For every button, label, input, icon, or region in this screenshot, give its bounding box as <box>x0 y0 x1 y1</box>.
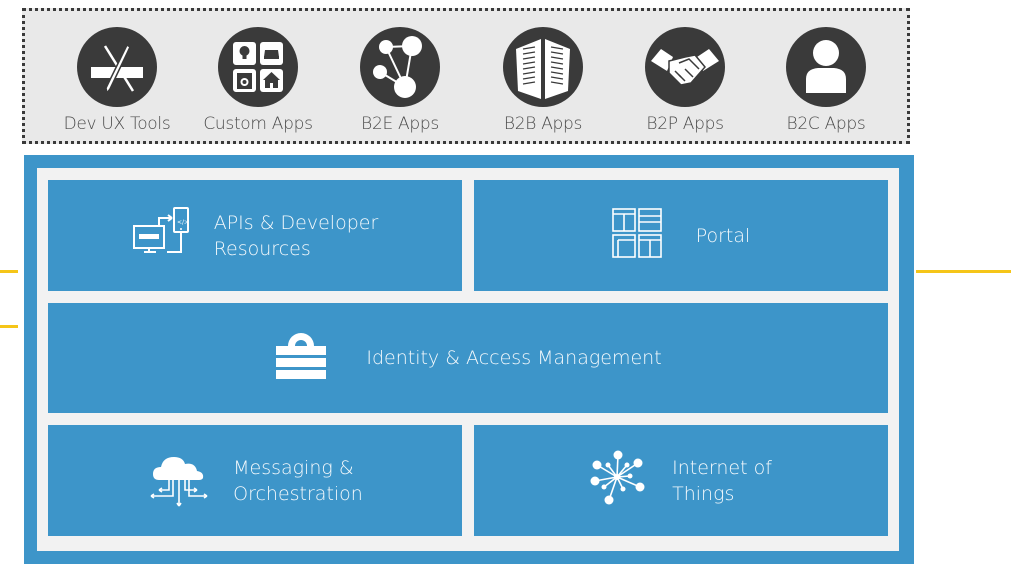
app-b2p[interactable]: B2P Apps <box>625 27 745 134</box>
tile-internet-of-things[interactable]: Internet of Things <box>474 425 888 536</box>
platform-inner: </> APIs & Developer Resources <box>37 168 899 551</box>
tile-label-line1: APIs & Developer <box>213 211 379 234</box>
app-label: B2E Apps <box>361 114 439 134</box>
cloud-distribution-icon <box>147 448 211 513</box>
tile-label: Messaging & Orchestration <box>233 455 363 507</box>
tile-label-line1: Internet of <box>672 456 772 479</box>
lock-icon <box>274 332 328 385</box>
tile-label-line2: Things <box>672 482 735 505</box>
tile-label: Identity & Access Management <box>366 347 662 369</box>
tile-messaging-orchestration[interactable]: Messaging & Orchestration <box>48 425 462 536</box>
platform-frame: </> APIs & Developer Resources <box>24 155 914 564</box>
tile-label-line2: Orchestration <box>233 482 363 505</box>
tile-label-line2: Resources <box>213 237 311 260</box>
app-b2e[interactable]: B2E Apps <box>340 27 460 134</box>
tile-label: APIs & Developer Resources <box>214 210 379 262</box>
network-nodes-icon <box>360 27 440 107</box>
tile-label-line1: Messaging & <box>233 456 354 479</box>
tile-portal[interactable]: Portal <box>474 180 888 291</box>
tile-identity-access-management[interactable]: Identity & Access Management <box>48 303 888 413</box>
app-label: Custom Apps <box>203 114 313 134</box>
person-icon <box>786 27 866 107</box>
tile-apis-developer-resources[interactable]: </> APIs & Developer Resources <box>48 180 462 291</box>
apps-layer: Dev UX Tools Custom Apps <box>22 8 910 144</box>
buildings-icon <box>503 27 583 107</box>
app-label: B2P Apps <box>646 114 724 134</box>
app-custom-apps[interactable]: Custom Apps <box>198 27 318 134</box>
custom-apps-icon <box>218 27 298 107</box>
app-dev-ux-tools[interactable]: Dev UX Tools <box>57 27 177 134</box>
app-label: B2C Apps <box>786 114 866 134</box>
tile-label: Internet of Things <box>672 455 772 507</box>
connector-line-right <box>916 270 1011 273</box>
connector-line-left-top <box>0 270 18 273</box>
app-label: B2B Apps <box>503 114 583 134</box>
app-b2b[interactable]: B2B Apps <box>483 27 603 134</box>
app-b2c[interactable]: B2C Apps <box>766 27 886 134</box>
tile-label: Portal <box>695 224 751 247</box>
portal-windows-icon <box>611 208 664 263</box>
iot-hub-icon <box>590 449 646 512</box>
api-devices-icon: </> <box>132 206 192 265</box>
dev-tools-icon <box>77 27 157 107</box>
app-label: Dev UX Tools <box>63 114 171 134</box>
handshake-icon <box>645 27 725 107</box>
connector-line-left-bottom <box>0 325 18 328</box>
svg-text:</>: </> <box>177 219 189 226</box>
